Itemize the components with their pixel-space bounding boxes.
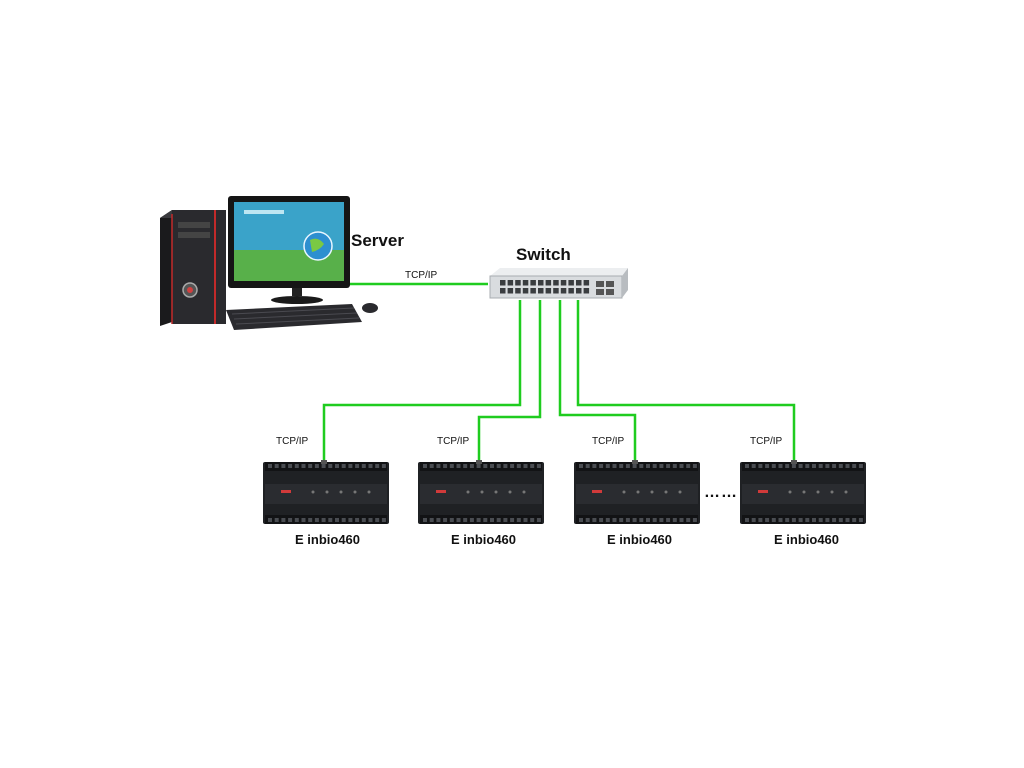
switch-port: [530, 280, 536, 286]
switch-ports: [500, 280, 590, 294]
more-devices-ellipsis: ……: [704, 484, 738, 501]
device-2-protocol-label: TCP/IP: [437, 436, 470, 447]
device-logo: [436, 490, 446, 493]
switch-port: [507, 288, 514, 294]
device-2-model-label: E inbio460: [451, 532, 517, 547]
switch-top: [490, 268, 628, 276]
device-4-model-label: E inbio460: [774, 532, 840, 547]
switch-port: [560, 288, 567, 294]
switch-label: Switch: [516, 245, 571, 264]
tower-side: [160, 210, 172, 326]
ethernet-port: [321, 460, 327, 464]
switch-port: [568, 288, 574, 294]
switch-port: [538, 280, 544, 286]
switch-port: [545, 280, 552, 286]
access-controller-icon: [418, 460, 544, 524]
switch-port: [500, 288, 506, 294]
device-4-protocol-label: TCP/IP: [750, 436, 783, 447]
device-1-model-label: E inbio460: [295, 532, 361, 547]
switch-port: [560, 280, 567, 286]
switch-port: [500, 280, 506, 286]
ethernet-port: [632, 460, 638, 464]
monitor-stand-base: [271, 296, 323, 304]
switch-port: [576, 288, 582, 294]
ethernet-port: [476, 460, 482, 464]
switch-port: [538, 288, 544, 294]
monitor-stand-neck: [292, 288, 302, 296]
switch-port: [515, 288, 521, 294]
mouse: [362, 303, 378, 313]
device-logo: [592, 490, 602, 493]
switch-port: [507, 280, 514, 286]
device-logo: [758, 490, 768, 493]
server-label: Server: [351, 231, 404, 250]
device-logo: [281, 490, 291, 493]
access-controller-icon: [263, 460, 389, 524]
device-1-protocol-label: TCP/IP: [276, 436, 309, 447]
tower-front: [172, 210, 226, 324]
switch-port: [522, 280, 529, 286]
connection-lines: [322, 282, 796, 462]
devices: [263, 460, 866, 524]
access-controller-icon: [740, 460, 866, 524]
ethernet-port: [791, 460, 797, 464]
device-3-model-label: E inbio460: [607, 532, 673, 547]
switch-port: [530, 288, 536, 294]
link-switch-device-2: [477, 300, 542, 462]
switch-port: [576, 280, 582, 286]
link-switch-device-4: [576, 300, 796, 462]
device-3-protocol-label: TCP/IP: [592, 436, 625, 447]
link-protocol-label: TCP/IP: [405, 270, 438, 281]
network-switch-icon: [489, 268, 628, 299]
switch-port: [545, 288, 552, 294]
access-controller-icon: [574, 460, 700, 524]
switch-port: [568, 280, 574, 286]
link-switch-device-3: [558, 300, 637, 462]
switch-port: [583, 288, 590, 294]
keyboard: [226, 304, 362, 330]
switch-port: [515, 280, 521, 286]
switch-port: [583, 280, 590, 286]
link-switch-device-1: [322, 300, 522, 462]
switch-port: [553, 280, 559, 286]
switch-port: [553, 288, 559, 294]
switch-side: [622, 268, 628, 298]
switch-port: [522, 288, 529, 294]
desktop-computer-icon: [160, 196, 378, 330]
